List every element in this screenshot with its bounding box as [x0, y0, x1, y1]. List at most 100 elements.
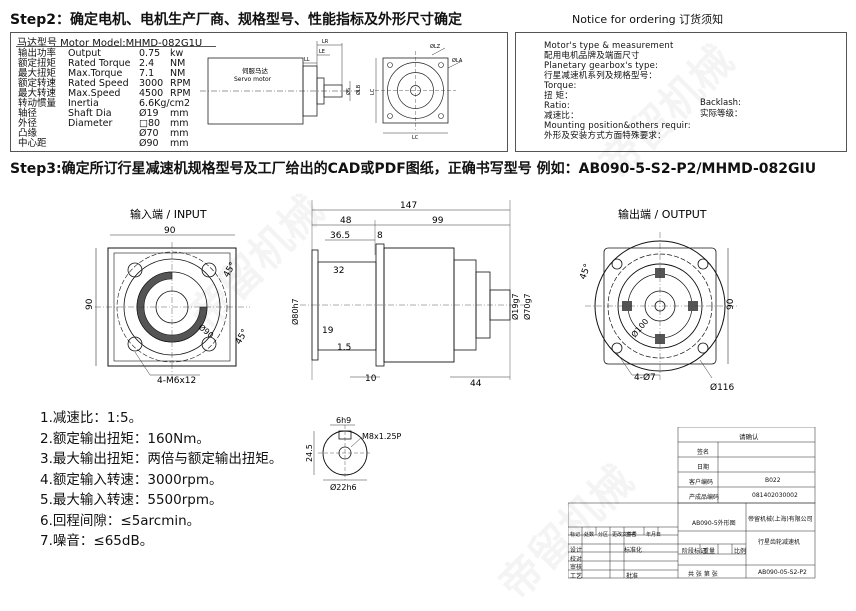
step3-title: Step3:确定所订行星减速机规格型号及工厂给出的CAD或PDF图纸，正确书写型…: [10, 161, 817, 177]
motor-spec-unit: mm: [170, 118, 189, 129]
motor-spec-unit: kw: [170, 48, 184, 59]
side-k: Ø19g7: [510, 293, 520, 320]
tb-confirm: 请确认: [739, 433, 759, 441]
motor-spec-en: Max.Speed: [68, 88, 121, 99]
order-line: 行星减速机系列及规格型号：: [544, 71, 658, 81]
motor-spec-cn: 凸缘: [18, 128, 38, 139]
input-holes: 4-M6x12: [157, 376, 196, 386]
tb-product-code: 产成品编码: [689, 494, 720, 501]
motor-spec-box: [10, 32, 508, 152]
motor-spec-cn: 轴径: [18, 108, 38, 119]
order-line: Motor's type & measurement: [544, 41, 674, 51]
tb-design: 设计: [570, 547, 583, 554]
motor-spec-cn: 转动惯量: [18, 98, 57, 109]
servo-cn: 伺服马达: [242, 66, 269, 75]
tb-std: 标准化: [624, 547, 643, 554]
tb-approve: 批准: [626, 573, 639, 580]
tb-check: 校对: [570, 556, 583, 563]
order-line: Mounting position&others requir:: [544, 121, 691, 131]
side-j: Ø80h7: [290, 298, 300, 325]
motor-spec-cn: 输出功率: [18, 48, 57, 59]
dim-la: ØLA: [452, 57, 463, 64]
input-label: 输入端 / INPUT: [130, 207, 207, 221]
shaft-key: 6h9: [336, 416, 351, 425]
order-line: Planetary gearbox's type:: [544, 61, 659, 71]
spec-item: 6.回程间隙：≤5arcmin。: [40, 512, 201, 529]
spec-item: 2.额定输出扭矩：160Nm。: [40, 430, 210, 447]
motor-spec-unit: NM: [170, 58, 186, 69]
tb-stage: 阶段标记: [682, 548, 707, 555]
spec-item: 7.噪音：≤65dB。: [40, 533, 154, 549]
tb-customer-code-val: B022: [765, 477, 781, 484]
step2-title: Step2：确定电机、电机生产厂商、规格型号、性能指标及外形尺寸确定: [10, 12, 463, 28]
side-c: 36.5: [330, 231, 350, 241]
side-h: 10: [365, 374, 377, 384]
tb-row-header: 签名: [626, 532, 637, 538]
tb-weight: 重量: [703, 548, 716, 555]
motor-drawing: LR LE LL 伺服马达 Servo motor ØS ØLB LC LC Ø…: [200, 39, 463, 141]
order-line: 减速比：: [544, 111, 579, 121]
dim-lc-h: LC: [412, 135, 419, 141]
gearbox-drawing: 输入端 / INPUT 90 90 45° 45° Ø90 4-M6x12 14…: [85, 200, 738, 492]
motor-model-label: 马达型号 Motor Model:MHMD-082G1U: [17, 38, 203, 49]
tb-date: 日期: [697, 464, 710, 471]
side-b: 99: [432, 216, 444, 226]
tb-customer-code: 客户编码: [689, 479, 714, 486]
motor-spec-val: 0.75: [139, 48, 161, 59]
order-line: Ratio:: [544, 101, 570, 111]
tb-craft: 工艺: [570, 573, 583, 580]
tb-product-code-val: 081402030002: [752, 492, 798, 499]
dim-le: LE: [319, 49, 325, 55]
order-line: 配用电机品牌及端面尺寸: [544, 51, 640, 61]
dim-lz: ØLZ: [430, 43, 441, 50]
tb-row-header: 分区: [598, 532, 609, 538]
motor-spec-val: Ø70: [139, 128, 159, 139]
motor-spec-cn: 最大扭矩: [18, 68, 57, 79]
motor-spec-cn: 最大转速: [18, 88, 57, 99]
dim-lr: LR: [322, 39, 329, 45]
shaft-dia: Ø22h6: [330, 482, 357, 492]
order-notice-box: [515, 32, 847, 152]
side-g: 1.5: [337, 343, 351, 353]
notice-title: Notice for ordering 订货须知: [572, 13, 724, 26]
side-l: Ø70g7: [522, 293, 532, 320]
tb-drawing-name: AB090-5外形图: [692, 520, 736, 527]
order-line: Torque:: [544, 81, 577, 91]
output-holes: 4-Ø7: [634, 372, 656, 383]
output-label: 输出端 / OUTPUT: [618, 207, 707, 221]
motor-spec-en: Rated Torque: [68, 58, 131, 69]
shaft-thread: M8x1.25P: [362, 432, 402, 441]
motor-spec-cn: 额定转速: [18, 78, 57, 89]
output-angle: 45°: [578, 263, 593, 281]
motor-spec-en: Rated Speed: [68, 78, 129, 89]
dim-lb: ØLB: [355, 84, 362, 95]
motor-spec-en: Shaft Dia: [68, 108, 112, 119]
spec-item: 1.减速比：1:5。: [40, 410, 143, 426]
dim-s: ØS: [345, 88, 352, 95]
side-i: 44: [470, 379, 482, 389]
motor-spec-val: Ø19: [139, 108, 159, 119]
dim-ll: LL: [304, 57, 310, 63]
motor-spec-en: Max.Torque: [68, 68, 123, 79]
tb-company: 帝留机械(上海)有限公司: [748, 516, 813, 523]
output-dim-h: 90: [726, 298, 736, 310]
motor-spec-unit: mm: [170, 138, 189, 149]
tb-scale: 比例: [734, 548, 747, 555]
tb-row-header: 年月日: [646, 532, 662, 538]
output-flange: Ø116: [710, 382, 735, 393]
backlash-cn-label: 实际等级：: [700, 109, 743, 119]
motor-spec-unit: NM: [170, 68, 186, 79]
spec-item: 5.最大输入转速：5500rpm。: [40, 492, 223, 508]
tb-row-header: 标记: [570, 532, 581, 538]
motor-spec-cn: 中心距: [18, 138, 47, 149]
spec-list: 1.减速比：1:5。2.额定输出扭矩：160Nm。3.最大输出扭矩：两倍与额定输…: [40, 408, 282, 552]
tb-row-header: 处数: [584, 532, 595, 538]
side-e: 32: [333, 266, 344, 276]
side-total: 147: [400, 201, 417, 211]
tb-sign: 签名: [697, 449, 710, 456]
motor-spec-val: 2.4: [139, 58, 155, 69]
side-a: 48: [340, 216, 352, 226]
motor-spec-unit: RPM: [170, 88, 191, 99]
motor-spec-val: 3000: [139, 78, 164, 89]
